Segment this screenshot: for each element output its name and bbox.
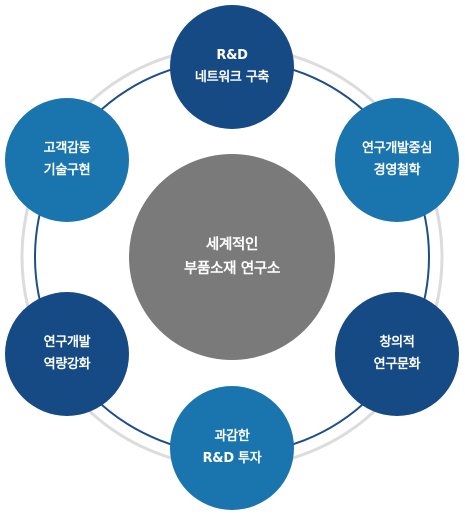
node-rd-management-line1: 연구개발중심 bbox=[362, 141, 432, 156]
center-label-line1: 세계적인 bbox=[205, 237, 259, 253]
node-rd-management: 연구개발중심 경영철학 bbox=[335, 98, 459, 222]
node-rd-network-line2: 네트워크 구축 bbox=[194, 70, 270, 85]
node-creative-culture-line1: 창의적 bbox=[379, 335, 415, 350]
node-creative-culture: 창의적 연구문화 bbox=[335, 292, 459, 416]
node-rd-investment-line2: R&D 투자 bbox=[202, 451, 262, 466]
node-rd-capability-line2: 역량강화 bbox=[43, 357, 91, 372]
node-rd-investment-line1: 과감한 bbox=[214, 429, 250, 444]
node-rd-management-line2: 경영철학 bbox=[373, 163, 421, 178]
node-customer-tech-line2: 기술구현 bbox=[43, 163, 91, 178]
node-rd-network: R&D 네트워크 구축 bbox=[170, 5, 294, 129]
center-circle: 세계적인 부품소재 연구소 bbox=[129, 154, 335, 360]
node-rd-capability: 연구개발 역량강화 bbox=[5, 292, 129, 416]
center-label-line2: 부품소재 연구소 bbox=[183, 261, 281, 277]
node-customer-tech: 고객감동 기술구현 bbox=[5, 98, 129, 222]
node-rd-capability-line1: 연구개발 bbox=[43, 335, 91, 350]
node-rd-network-line1: R&D bbox=[216, 48, 248, 63]
node-rd-investment: 과감한 R&D 투자 bbox=[170, 386, 294, 510]
node-creative-culture-line2: 연구문화 bbox=[373, 357, 421, 372]
node-customer-tech-line1: 고객감동 bbox=[43, 141, 91, 156]
